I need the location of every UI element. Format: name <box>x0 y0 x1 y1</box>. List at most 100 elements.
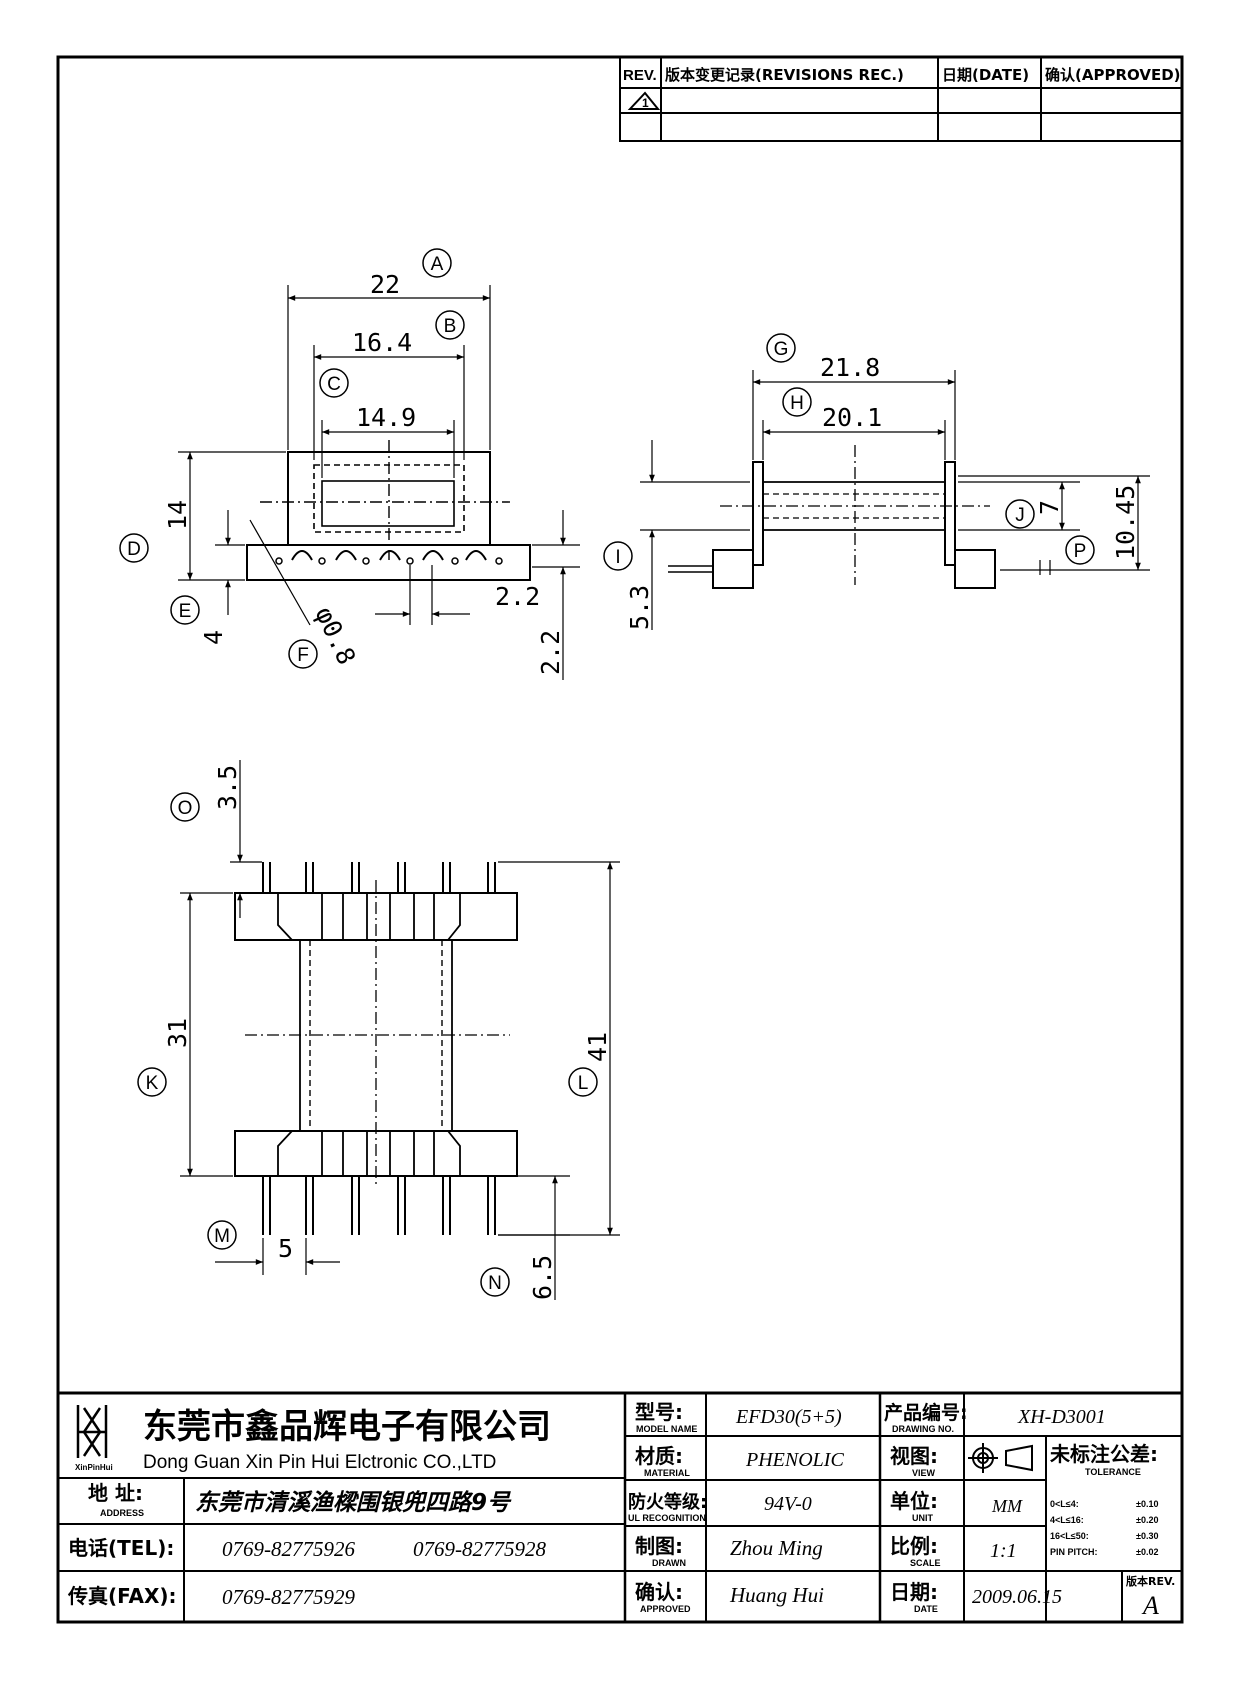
tolerance-range-4: PIN PITCH: <box>1050 1547 1098 1557</box>
material-value: PHENOLIC <box>745 1449 844 1471</box>
drawn-label-en: DRAWN <box>652 1558 686 1568</box>
callout-I-letter: I <box>615 547 620 568</box>
callout-M-letter: M <box>214 1226 230 1247</box>
date-value: 2009.06.15 <box>972 1586 1062 1608</box>
fax-label: 传真(FAX): <box>67 1584 177 1608</box>
scale-label-en: SCALE <box>910 1558 941 1568</box>
callout-G: G <box>766 333 796 363</box>
callout-H: H <box>782 387 812 417</box>
ul-label-en: UL RECOGNITION <box>628 1513 706 1523</box>
dim-C-value: 14.9 <box>356 403 416 432</box>
ul-value: 94V-0 <box>764 1493 812 1515</box>
callout-P: P <box>1065 535 1095 565</box>
company-name-cn: 东莞市鑫品辉电子有限公司 <box>143 1407 551 1447</box>
logo-text: XinPinHui <box>75 1463 113 1472</box>
drawn-value: Zhou Ming <box>730 1536 823 1560</box>
drawing-no-label: 产品编号: <box>884 1401 968 1424</box>
tolerance-range-2: 4<L≤16: <box>1050 1515 1084 1525</box>
callout-H-letter: H <box>790 393 804 414</box>
dim-pitch-value: 2.2 <box>495 582 540 611</box>
rev-header: REV. <box>623 67 657 84</box>
address-value: 东莞市清溪渔樑围银兜四路9号 <box>195 1489 512 1516</box>
tel-1: 0769-82775926 <box>222 1537 355 1561</box>
dim-B-value: 16.4 <box>352 328 412 357</box>
tolerance-value-4: ±0.02 <box>1136 1547 1158 1557</box>
revision-row-1-number: 1 <box>642 96 649 110</box>
address-label-en: ADDRESS <box>100 1508 144 1518</box>
callout-C: C <box>319 368 349 398</box>
dim-L-value: 41 <box>583 1032 612 1062</box>
tolerance-subtitle: TOLERANCE <box>1085 1467 1141 1477</box>
tolerance-range-1: 0<L≤4: <box>1050 1499 1079 1509</box>
callout-D-letter: D <box>127 539 141 560</box>
title-block <box>58 1391 1182 1622</box>
company-logo-icon <box>76 1405 108 1458</box>
dim-H-value: 20.1 <box>822 403 882 432</box>
callout-B: B <box>435 310 465 340</box>
tolerance-value-1: ±0.10 <box>1136 1499 1158 1509</box>
callout-D: D <box>119 533 149 563</box>
approved-label-en: APPROVED <box>640 1604 691 1614</box>
dim-M-value: 5 <box>278 1234 293 1263</box>
callout-C-letter: C <box>327 374 341 395</box>
projection-symbol-icon <box>968 1443 1033 1473</box>
drawing-no-value: XH-D3001 <box>1017 1406 1106 1428</box>
material-label: 材质: <box>635 1444 683 1468</box>
scale-value: 1:1 <box>990 1540 1017 1562</box>
dim-F-value: φ0.8 <box>310 602 362 669</box>
dim-A-value: 22 <box>370 270 400 299</box>
callout-K: K <box>137 1067 167 1097</box>
unit-value: MM <box>991 1496 1023 1516</box>
callout-M: M <box>207 1220 237 1250</box>
approved-value: Huang Hui <box>729 1583 824 1607</box>
callout-A-letter: A <box>431 254 444 275</box>
callout-N-letter: N <box>488 1273 502 1294</box>
rev-label: 版本REV. <box>1126 1574 1175 1588</box>
tolerance-title: 未标注公差: <box>1050 1442 1158 1466</box>
model-label-en: MODEL NAME <box>636 1424 697 1434</box>
callout-A: A <box>422 248 452 278</box>
view-label: 视图: <box>890 1444 938 1468</box>
rev-value: A <box>1141 1591 1159 1620</box>
company-name-en: Dong Guan Xin Pin Hui Elctronic CO.,LTD <box>143 1452 496 1473</box>
view-label-en: VIEW <box>912 1468 936 1478</box>
unit-label: 单位: <box>890 1489 938 1513</box>
tolerance-range-3: 16<L≤50: <box>1050 1531 1089 1541</box>
unit-label-en: UNIT <box>912 1513 933 1523</box>
callout-L: L <box>568 1067 598 1097</box>
callout-L-letter: L <box>578 1073 589 1094</box>
callout-N: N <box>480 1267 510 1297</box>
dim-E-value: 4 <box>199 630 228 645</box>
model-value: EFD30(5+5) <box>735 1406 842 1428</box>
callout-G-letter: G <box>774 339 789 360</box>
tel-2: 0769-82775928 <box>413 1537 546 1561</box>
dim-G-value: 21.8 <box>820 353 880 382</box>
drawn-label: 制图: <box>635 1534 683 1558</box>
approved-header: 确认(APPROVED) <box>1045 66 1181 84</box>
dim-P-value: 10.45 <box>1111 485 1140 560</box>
dim-I-value: 5.3 <box>625 585 654 630</box>
dim-J-value: 7 <box>1035 500 1064 515</box>
callout-O-letter: O <box>178 798 193 819</box>
dim-pin-height-value: 2.2 <box>536 630 565 675</box>
fax-value: 0769-82775929 <box>222 1585 355 1609</box>
ul-label: 防火等级: <box>628 1491 707 1513</box>
callout-E: E <box>170 595 200 625</box>
address-label: 地 址: <box>88 1481 143 1505</box>
tel-label: 电话(TEL): <box>68 1536 174 1560</box>
callout-F-letter: F <box>297 645 309 666</box>
sheet-border <box>56 55 1184 1624</box>
callout-J-letter: J <box>1015 505 1025 526</box>
tolerance-value-3: ±0.30 <box>1136 1531 1158 1541</box>
side-view <box>640 370 1150 630</box>
callout-I: I <box>603 541 633 571</box>
revision-triangle-icon: 1 <box>627 91 661 110</box>
revisions-header: 版本变更记录(REVISIONS REC.) <box>665 66 904 84</box>
dim-D-value: 14 <box>163 500 192 530</box>
revision-table <box>619 56 1183 142</box>
callout-J: J <box>1005 499 1035 529</box>
callout-F: F <box>288 639 318 669</box>
scale-label: 比例: <box>890 1534 938 1558</box>
callout-O: O <box>170 792 200 822</box>
